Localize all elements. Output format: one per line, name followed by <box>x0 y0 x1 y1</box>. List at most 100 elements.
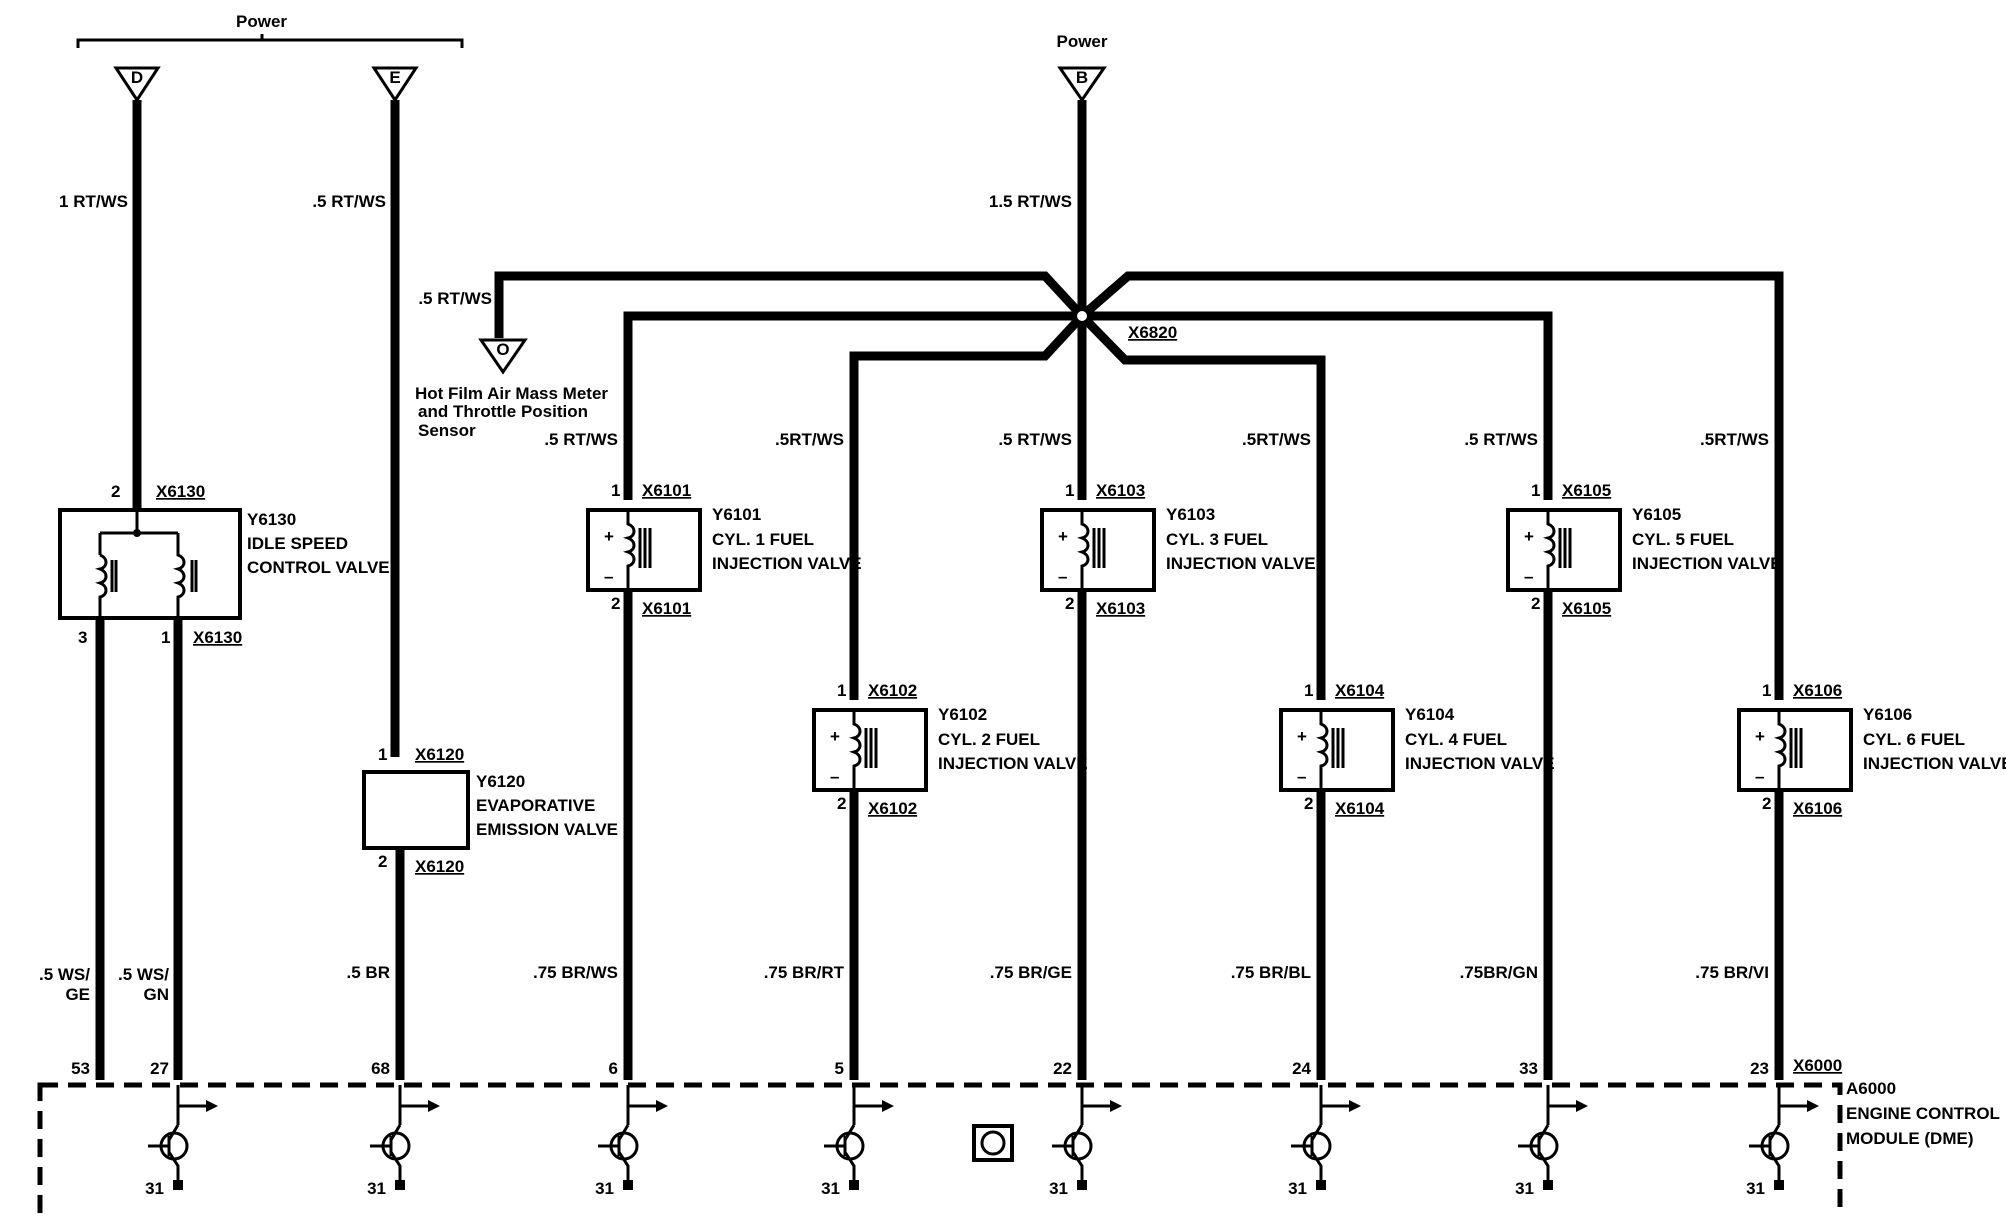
injector-5-wire-bottom-label: .75BR/GN <box>1460 963 1538 982</box>
injector-4-box <box>1279 708 1395 792</box>
maf-wire-label: .5 RT/WS <box>418 289 492 308</box>
branch-cyl2 <box>849 312 1086 700</box>
injector-4-id: Y6104 <box>1405 705 1455 724</box>
terminal-d-letter: D <box>131 68 143 87</box>
injector-1-plus-sign: + <box>604 527 614 546</box>
terminal-o-triangle <box>478 338 528 375</box>
ecm-name-line2: MODULE (DME) <box>1846 1129 1973 1148</box>
injector-4-coil <box>1315 710 1329 790</box>
injector-4-connector-top: X6104 <box>1335 681 1385 700</box>
ecm-pin-53: 53 <box>71 1059 90 1078</box>
idle-coil-left <box>94 533 108 618</box>
evap-wire-bottom: .5 BR <box>347 963 390 982</box>
injector-1-wire-bottom-label: .75 BR/WS <box>533 963 618 982</box>
ecm-channel-6-transistor-leads <box>1291 1124 1323 1180</box>
ecm-channel-5-ground-icon <box>1077 1180 1087 1190</box>
terminal-e-letter: E <box>389 68 400 87</box>
injector-6-coil <box>1773 710 1787 790</box>
terminal-o-letter: O <box>496 340 509 359</box>
injector-4-name-line1: CYL. 4 FUEL <box>1405 730 1507 749</box>
idle-name-line2: CONTROL VALVE <box>247 558 390 577</box>
injector-1-core <box>638 528 652 568</box>
ecm-module-icon <box>972 1124 1014 1162</box>
branch-cyl4 <box>1078 312 1326 700</box>
injector-5-pin-top: 1 <box>1531 481 1540 500</box>
ecm-channel-8-ground-pin: 31 <box>1746 1179 1765 1198</box>
injector-4-ecm-pin: 24 <box>1292 1059 1311 1078</box>
injector-3-ecm-pin: 22 <box>1053 1059 1072 1078</box>
ecm-channel-3-ground-pin: 31 <box>595 1179 614 1198</box>
ecm-id: A6000 <box>1846 1079 1896 1098</box>
injector-6-wire-bottom-label: .75 BR/VI <box>1695 963 1769 982</box>
injector-3-coil <box>1076 510 1090 590</box>
evap-pin-top: 1 <box>378 745 387 764</box>
injector-1-ecm-pin: 6 <box>609 1059 618 1078</box>
injector-2-pin-bottom: 2 <box>837 794 846 813</box>
ecm-channel-4-ground-icon <box>849 1180 859 1190</box>
injector-1-minus-sign: – <box>604 567 613 586</box>
injector-2-name-line2: INJECTION VALVE <box>938 754 1088 773</box>
injector-1-coil <box>622 510 636 590</box>
ecm-channel-7-arrow-head <box>1576 1100 1588 1112</box>
injector-4-core <box>1331 728 1345 768</box>
ecm-channel-1-ground-pin: 31 <box>145 1179 164 1198</box>
injector-6-pin-top: 1 <box>1762 681 1771 700</box>
ecm-pin-68: 68 <box>371 1059 390 1078</box>
ecm-channel-3-ground-icon <box>623 1180 633 1190</box>
injector-2-connector-bottom: X6102 <box>868 799 917 818</box>
injector-5-connector-bottom: X6105 <box>1562 599 1611 618</box>
injector-3-connector-bottom: X6103 <box>1096 599 1145 618</box>
ecm-channel-7: 31 <box>1515 1085 1588 1198</box>
idle-connector-top: X6130 <box>156 482 205 501</box>
injector-4-wire-bottom-label: .75 BR/BL <box>1231 963 1311 982</box>
ecm-channel-6-ground-pin: 31 <box>1288 1179 1307 1198</box>
injector-1-id: Y6101 <box>712 505 761 524</box>
terminal-b-letter: B <box>1076 68 1088 87</box>
maf-label-line3: Sensor <box>418 421 476 440</box>
power-label-right: Power <box>1056 32 1107 51</box>
idle-coil-right <box>172 533 186 618</box>
ecm-channel-1-transistor-leads <box>148 1124 180 1180</box>
injector-2-core <box>864 728 878 768</box>
injector-2-wire-bottom-label: .75 BR/RT <box>764 963 845 982</box>
injector-3-pin-top: 1 <box>1065 481 1074 500</box>
idle-valve-box <box>58 508 242 620</box>
evap-pin-bottom: 2 <box>378 852 387 871</box>
branch-cyl5 <box>1082 311 1553 500</box>
injector-5-name-line2: INJECTION VALVE <box>1632 554 1782 573</box>
injector-4-pin-bottom: 2 <box>1304 794 1313 813</box>
injector-5-id: Y6105 <box>1632 505 1681 524</box>
ecm-channel-2-arrow-head <box>428 1100 440 1112</box>
injector-2-ecm-pin: 5 <box>835 1059 844 1078</box>
injector-6-pin-bottom: 2 <box>1762 794 1771 813</box>
injector-4-name-line2: INJECTION VALVE <box>1405 754 1555 773</box>
ecm-channel-5-ground-pin: 31 <box>1049 1179 1068 1198</box>
ecm-channel-8-transistor-leads <box>1749 1124 1781 1180</box>
branch-cyl1 <box>623 311 1082 500</box>
ecm-channel-4: 31 <box>821 1085 894 1198</box>
injector-1-connector-bottom: X6101 <box>642 599 691 618</box>
injector-1-pin-bottom: 2 <box>611 594 620 613</box>
splice-id: X6820 <box>1128 323 1177 342</box>
idle-name-line1: IDLE SPEED <box>247 534 348 553</box>
injector-6-name-line1: CYL. 6 FUEL <box>1863 730 1965 749</box>
idle-wire-left-line1: .5 WS/ <box>39 965 90 984</box>
ecm-channel-6-arrow-head <box>1349 1100 1361 1112</box>
maf-label-line2: and Throttle Position <box>418 402 588 421</box>
injector-5-wire-top-label: .5 RT/WS <box>1464 430 1538 449</box>
idle-pin-right: 1 <box>161 628 170 647</box>
ecm-channel-7-transistor-leads <box>1518 1124 1550 1180</box>
injector-6-connector-top: X6106 <box>1793 681 1842 700</box>
power-label-left: Power <box>236 12 287 31</box>
idle-core-right <box>190 560 198 592</box>
ecm-channel-1-ground-icon <box>173 1180 183 1190</box>
injector-5-coil <box>1542 510 1556 590</box>
injector-4-wire-top-label: .5RT/WS <box>1242 430 1311 449</box>
idle-core-left <box>110 560 118 592</box>
maf-label-line1: Hot Film Air Mass Meter <box>415 384 608 403</box>
ecm-name-line1: ENGINE CONTROL <box>1846 1104 2000 1123</box>
